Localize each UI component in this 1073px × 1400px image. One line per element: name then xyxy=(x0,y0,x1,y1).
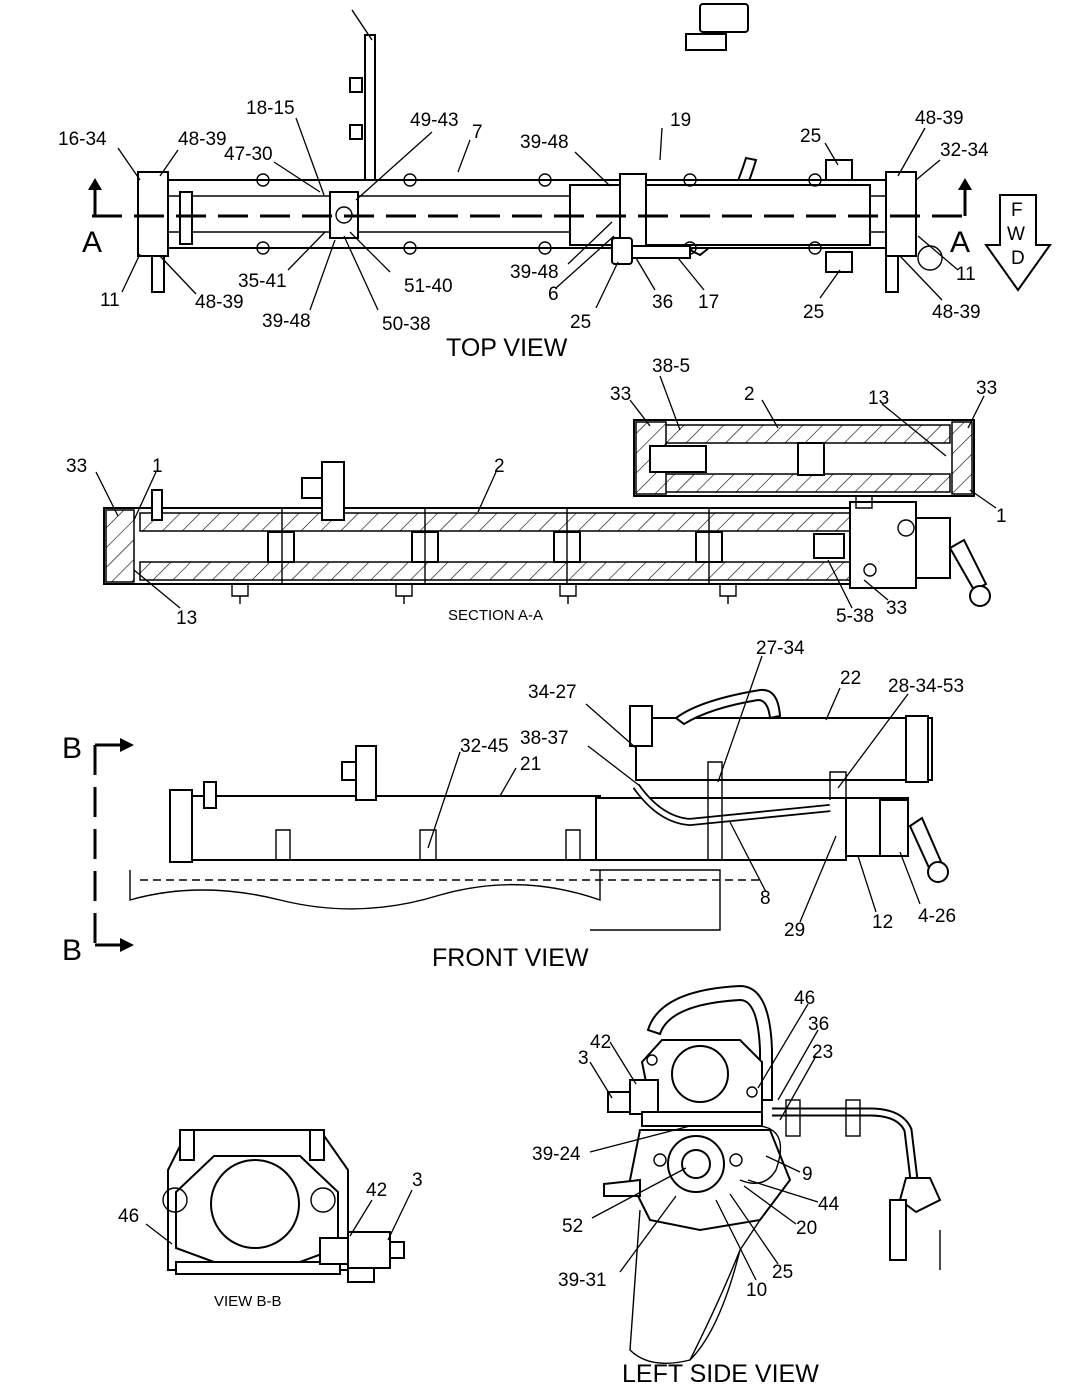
callout-11-right: 11 xyxy=(956,264,976,285)
callout-52: 52 xyxy=(562,1216,583,1237)
callout-25-left: 25 xyxy=(772,1262,793,1283)
left-side-view-title: LEFT SIDE VIEW xyxy=(622,1360,819,1388)
callout-42-left: 42 xyxy=(590,1032,611,1053)
callout-39-48: 39-48 xyxy=(520,132,569,153)
section-b-top: B xyxy=(62,732,82,765)
section-title: SECTION A-A xyxy=(448,607,543,624)
callout-46-left: 46 xyxy=(794,988,815,1009)
section-b-bottom: B xyxy=(62,934,82,967)
top-view: A A F W D xyxy=(58,3,1052,362)
callout-21: 21 xyxy=(520,754,541,775)
front-view: B B xyxy=(62,638,964,972)
callout-11-left: 11 xyxy=(100,290,120,311)
callout-32-45: 32-45 xyxy=(460,736,509,757)
callout-36: 36 xyxy=(652,292,673,313)
callout-22: 22 xyxy=(840,668,861,689)
left-side-view: 46 36 42 3 23 39-24 9 44 52 20 25 39-31 … xyxy=(532,984,942,1388)
view-b-b-title: VIEW B-B xyxy=(214,1293,282,1310)
section-a-right: A xyxy=(950,226,970,259)
view-b-b: 46 42 3 VIEW B-B xyxy=(118,1129,423,1310)
callout-25-b: 25 xyxy=(570,312,591,333)
callout-47-30: 47-30 xyxy=(224,144,273,165)
callout-9: 9 xyxy=(802,1164,813,1185)
callout-48-39-br: 48-39 xyxy=(932,302,981,323)
callout-2-top: 2 xyxy=(744,384,755,405)
callout-48-39: 48-39 xyxy=(178,129,227,150)
callout-49-43: 49-43 xyxy=(410,110,459,131)
fwd-w: W xyxy=(1007,224,1025,245)
callout-20: 20 xyxy=(796,1218,817,1239)
callout-12: 12 xyxy=(872,912,893,933)
callout-36-left: 36 xyxy=(808,1014,829,1035)
callout-16-34: 16-34 xyxy=(58,129,107,150)
callout-33-top-left: 33 xyxy=(610,384,631,405)
section-a-a: 38-5 33 2 13 33 33 1 2 1 13 5-38 33 SECT… xyxy=(66,356,1007,629)
callout-18-15: 18-15 xyxy=(246,98,295,119)
callout-1-right: 1 xyxy=(996,506,1007,527)
callout-48-39-tr: 48-39 xyxy=(915,108,964,129)
callout-27-34: 27-34 xyxy=(756,638,805,659)
callout-39-48-bl: 39-48 xyxy=(262,311,311,332)
callout-28-34-53: 28-34-53 xyxy=(888,676,964,697)
callout-5-38: 5-38 xyxy=(836,606,874,627)
fwd-f: F xyxy=(1011,200,1023,221)
callout-33-left: 33 xyxy=(66,456,87,477)
callout-51-40: 51-40 xyxy=(404,276,453,297)
callout-38-37: 38-37 xyxy=(520,728,569,749)
callout-4-26: 4-26 xyxy=(918,906,956,927)
callout-39-31: 39-31 xyxy=(558,1270,607,1291)
top-view-title: TOP VIEW xyxy=(446,334,568,362)
callout-3-bb: 3 xyxy=(412,1170,423,1191)
callout-44: 44 xyxy=(818,1194,840,1215)
callout-48-39-bl: 48-39 xyxy=(195,292,244,313)
callout-17: 17 xyxy=(698,292,719,313)
callout-42-bb: 42 xyxy=(366,1180,387,1201)
fwd-d: D xyxy=(1011,248,1025,269)
callout-39-24: 39-24 xyxy=(532,1144,581,1165)
callout-39-48-b: 39-48 xyxy=(510,262,559,283)
callout-3-left: 3 xyxy=(578,1048,589,1069)
callout-25: 25 xyxy=(800,126,821,147)
callout-25-br: 25 xyxy=(803,302,824,323)
callout-29: 29 xyxy=(784,920,805,941)
callout-10: 10 xyxy=(746,1280,767,1301)
callout-8: 8 xyxy=(760,888,771,909)
callout-1-left: 1 xyxy=(152,456,163,477)
callout-7: 7 xyxy=(472,122,483,143)
callout-13-top: 13 xyxy=(868,388,889,409)
callout-46-bb: 46 xyxy=(118,1206,139,1227)
callout-33-bottom: 33 xyxy=(886,598,907,619)
callout-32-34: 32-34 xyxy=(940,140,989,161)
callout-13-bottom: 13 xyxy=(176,608,197,629)
callout-33-top-right: 33 xyxy=(976,378,997,399)
callout-38-5: 38-5 xyxy=(652,356,690,377)
callout-6: 6 xyxy=(548,284,559,305)
callout-34-27: 34-27 xyxy=(528,682,577,703)
section-a-left: A xyxy=(82,226,102,259)
callout-35-41: 35-41 xyxy=(238,271,287,292)
callout-23: 23 xyxy=(812,1042,833,1063)
front-view-title: FRONT VIEW xyxy=(432,944,589,972)
callout-19: 19 xyxy=(670,110,691,131)
callout-2-main: 2 xyxy=(494,456,505,477)
callout-50-38: 50-38 xyxy=(382,314,431,335)
